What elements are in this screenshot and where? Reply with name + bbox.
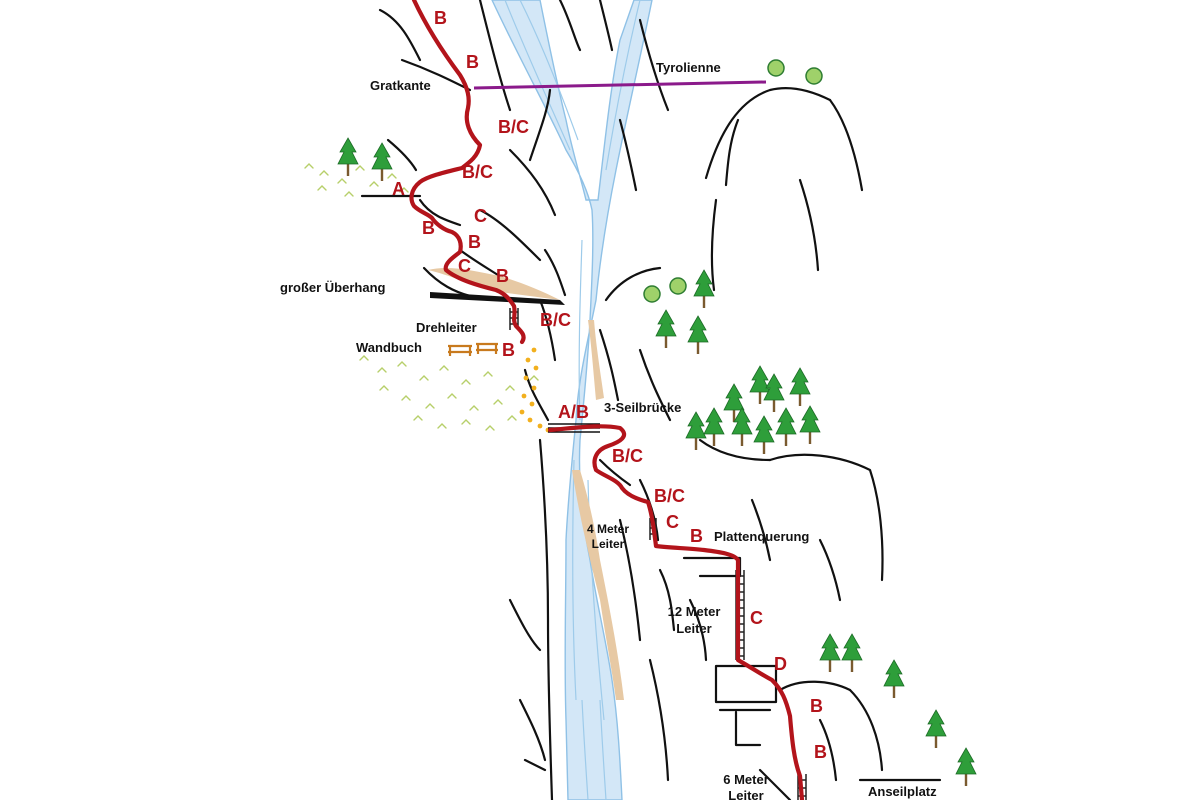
grade-labels: B B B/C B/C A C B B C B B/C B A/B B/C B/… — [392, 8, 827, 762]
grade-label: C — [458, 256, 471, 276]
label-ueberhang: großer Überhang — [280, 280, 386, 295]
grade-label: B — [434, 8, 447, 28]
grade-label: B/C — [498, 117, 529, 137]
label-seilbruecke: 3-Seilbrücke — [604, 400, 681, 415]
label-leiter12: Leiter — [676, 621, 711, 636]
grade-label: B — [422, 218, 435, 238]
gondola-icon — [643, 59, 823, 303]
river — [491, 0, 653, 800]
approach-dots — [519, 347, 551, 433]
tree-icon — [337, 137, 977, 786]
label-gratkante: Gratkante — [370, 78, 431, 93]
grade-label: B — [468, 232, 481, 252]
grade-label: B — [814, 742, 827, 762]
grade-label: B — [690, 526, 703, 546]
label-tyrolienne: Tyrolienne — [656, 60, 721, 75]
grade-label: B/C — [462, 162, 493, 182]
grade-label: B — [810, 696, 823, 716]
place-labels: Gratkante Tyrolienne großer Überhang Dre… — [280, 60, 937, 800]
grade-label: B — [496, 266, 509, 286]
route-line — [409, 0, 526, 345]
grade-label: A — [392, 179, 405, 199]
label-wandbuch: Wandbuch — [356, 340, 422, 355]
label-leiter6: 6 Meter — [723, 772, 769, 787]
label-plattenquerung: Plattenquerung — [714, 529, 809, 544]
grade-label: D — [774, 654, 787, 674]
grade-label: C — [750, 608, 763, 628]
label-anseilplatz: Anseilplatz — [868, 784, 937, 799]
grade-label: C — [666, 512, 679, 532]
grade-label: B/C — [654, 486, 685, 506]
label-leiter6: Leiter — [728, 788, 763, 800]
grass-icon — [304, 163, 539, 431]
tyrolienne-line — [473, 80, 767, 90]
grade-label: B — [502, 340, 515, 360]
label-leiter12: 12 Meter — [668, 604, 721, 619]
grade-label: B — [466, 52, 479, 72]
grade-label: B/C — [612, 446, 643, 466]
route-line — [547, 424, 805, 800]
label-leiter4: 4 Meter — [587, 522, 629, 536]
grade-label: A/B — [558, 402, 589, 422]
grade-label: B/C — [540, 310, 571, 330]
label-drehleiter: Drehleiter — [416, 320, 477, 335]
label-leiter4: Leiter — [592, 537, 625, 551]
bench-icon — [448, 342, 498, 356]
grade-label: C — [474, 206, 487, 226]
rock-outlines — [360, 0, 942, 800]
